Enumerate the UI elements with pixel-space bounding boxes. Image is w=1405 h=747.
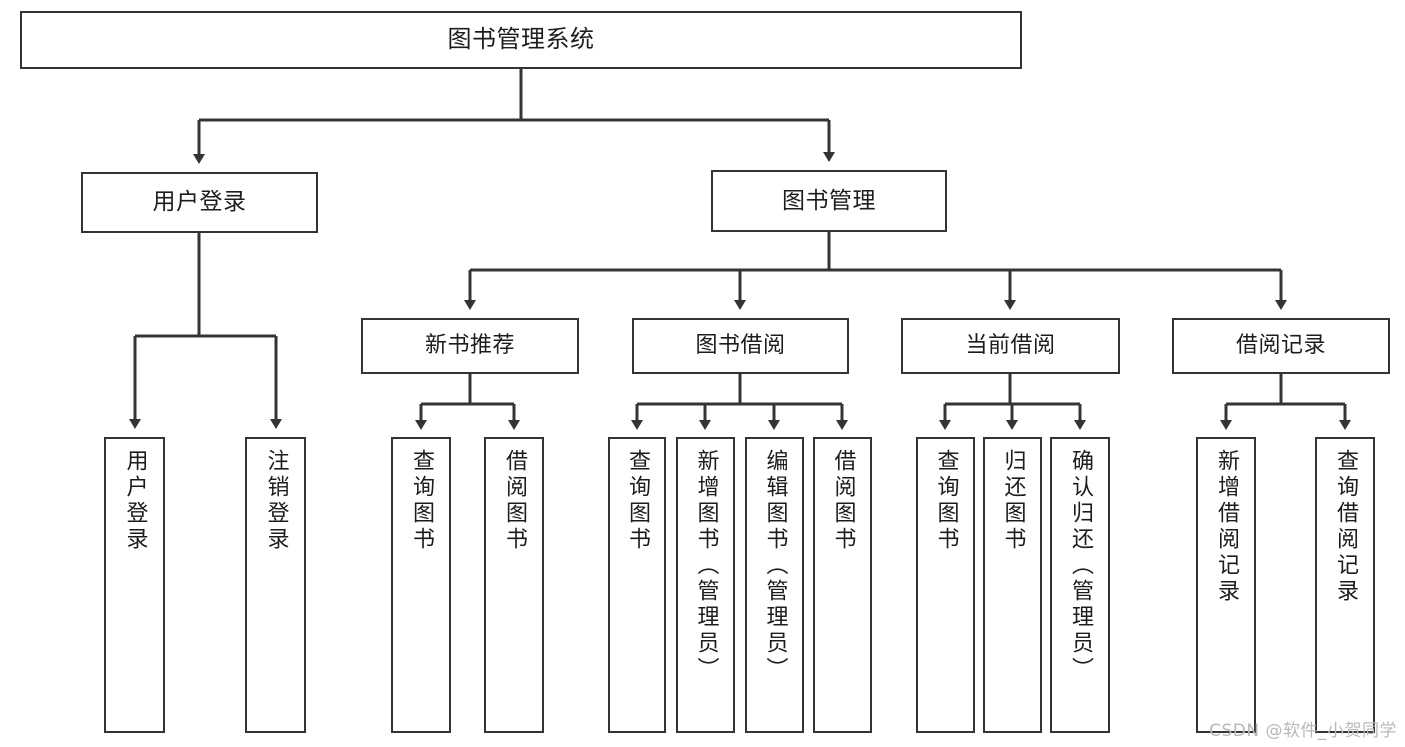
node-new-book-recommend-label: 新书推荐 — [424, 333, 515, 359]
node-user-login-label: 用户登录 — [152, 189, 247, 216]
node-borrow-record[interactable]: 借阅记录 — [1172, 318, 1390, 374]
leaf-add-borrow-record-label: 新增借阅记录 — [1214, 449, 1239, 605]
leaf-user-login[interactable]: 用户登录 — [104, 437, 165, 733]
leaf-borrow-book-recommend-label: 借阅图书 — [502, 449, 527, 553]
watermark: CSDN @软件_小贺同学 — [1209, 721, 1397, 741]
leaf-query-book-recommend-label: 查询图书 — [409, 449, 434, 553]
leaf-query-borrow-record-label: 查询借阅记录 — [1333, 449, 1358, 605]
leaf-confirm-return-admin-label: 确认归还（管理员） — [1068, 449, 1093, 683]
node-book-management-label: 图书管理 — [782, 187, 876, 214]
node-new-book-recommend[interactable]: 新书推荐 — [361, 318, 579, 374]
node-book-borrow[interactable]: 图书借阅 — [632, 318, 849, 374]
leaf-borrow-book-label: 借阅图书 — [830, 449, 856, 553]
leaf-edit-book-admin-label: 编辑图书（管理员） — [762, 449, 788, 683]
leaf-add-book-admin-label: 新增图书（管理员） — [693, 449, 719, 683]
leaf-logout[interactable]: 注销登录 — [245, 437, 306, 733]
node-user-login[interactable]: 用户登录 — [81, 172, 318, 233]
leaf-edit-book-admin[interactable]: 编辑图书（管理员） — [745, 437, 804, 733]
node-current-borrow-label: 当前借阅 — [965, 333, 1056, 359]
leaf-user-login-label: 用户登录 — [122, 449, 148, 553]
node-root-label: 图书管理系统 — [447, 25, 595, 54]
leaf-query-book-borrow[interactable]: 查询图书 — [608, 437, 666, 733]
leaf-return-book-label: 归还图书 — [1000, 449, 1026, 553]
leaf-query-borrow-record[interactable]: 查询借阅记录 — [1315, 437, 1375, 733]
leaf-borrow-book[interactable]: 借阅图书 — [813, 437, 872, 733]
leaf-borrow-book-recommend[interactable]: 借阅图书 — [484, 437, 544, 733]
leaf-return-book[interactable]: 归还图书 — [983, 437, 1042, 733]
leaf-query-book-current-label: 查询图书 — [933, 449, 959, 553]
leaf-add-borrow-record[interactable]: 新增借阅记录 — [1196, 437, 1256, 733]
node-current-borrow[interactable]: 当前借阅 — [901, 318, 1120, 374]
node-root[interactable]: 图书管理系统 — [20, 11, 1022, 69]
leaf-confirm-return-admin[interactable]: 确认归还（管理员） — [1050, 437, 1110, 733]
node-book-management[interactable]: 图书管理 — [711, 170, 947, 232]
leaf-add-book-admin[interactable]: 新增图书（管理员） — [676, 437, 735, 733]
node-book-borrow-label: 图书借阅 — [695, 333, 786, 359]
leaf-query-book-borrow-label: 查询图书 — [625, 449, 650, 553]
node-borrow-record-label: 借阅记录 — [1235, 333, 1326, 359]
leaf-query-book-current[interactable]: 查询图书 — [916, 437, 975, 733]
leaf-query-book-recommend[interactable]: 查询图书 — [391, 437, 451, 733]
leaf-logout-label: 注销登录 — [263, 449, 289, 553]
